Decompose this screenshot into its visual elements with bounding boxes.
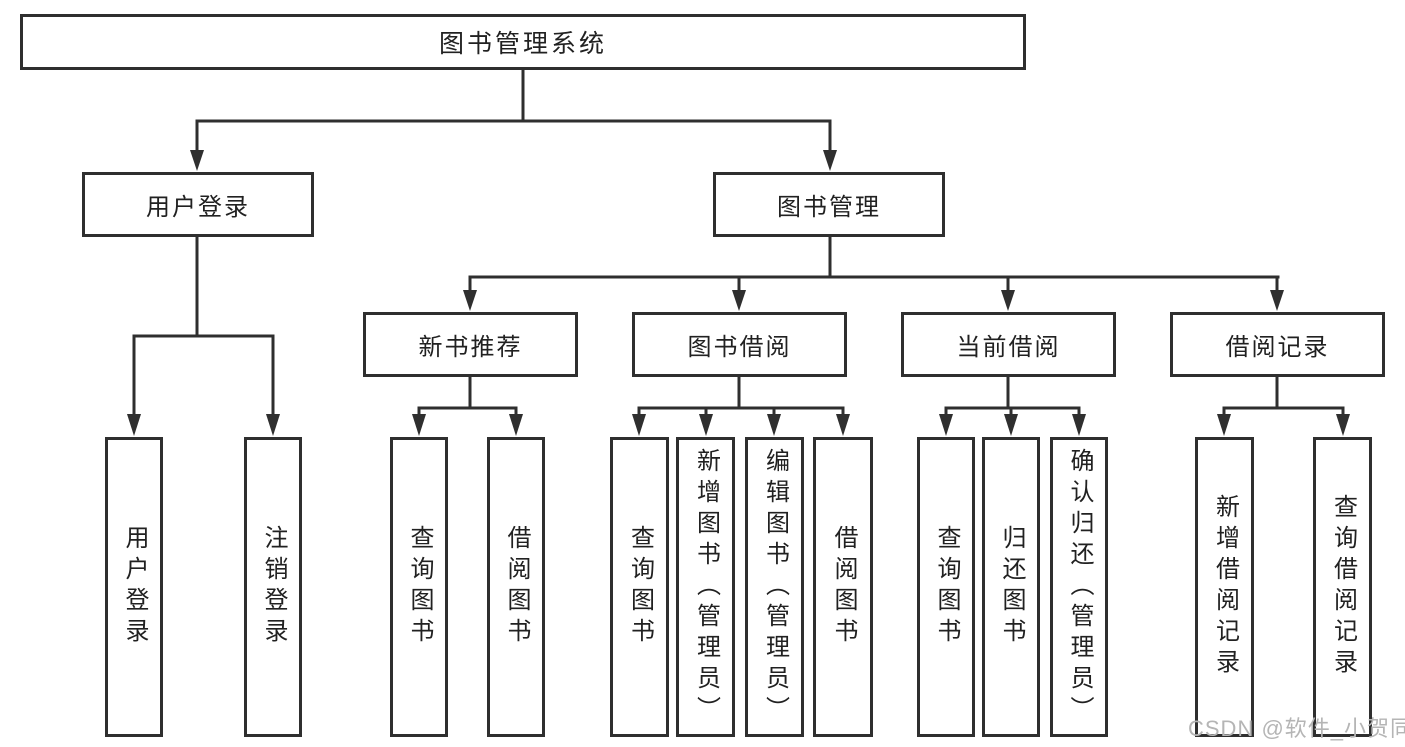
leaf-query-borrow-record: 查询借阅记录 — [1313, 437, 1372, 737]
arrowhead-icon — [1001, 290, 1015, 311]
node-label: 新书推荐 — [418, 334, 523, 361]
leaf-query-books-borrowing: 查询图书 — [610, 437, 669, 737]
leaf-query-books-current: 查询图书 — [917, 437, 975, 737]
leaf-logout: 注销登录 — [244, 437, 302, 737]
arrowhead-icon — [823, 150, 837, 171]
connector-login-to-leaves — [127, 235, 280, 436]
connector-root-to-level2 — [190, 68, 837, 171]
node-library-management-system: 图书管理系统 — [20, 14, 1026, 70]
leaf-add-borrow-record: 新增借阅记录 — [1195, 437, 1254, 737]
leaf-label: 借阅图书 — [830, 525, 857, 649]
node-current-borrowing: 当前借阅 — [901, 312, 1116, 377]
leaf-confirm-return-admin: 确认归还（管理员） — [1050, 437, 1108, 737]
leaf-borrow-books-borrowing: 借阅图书 — [813, 437, 873, 737]
node-label: 当前借阅 — [956, 334, 1061, 361]
node-label: 图书管理 — [777, 194, 881, 221]
leaf-label: 查询图书 — [406, 525, 433, 649]
csdn-watermark: CSDN @软件_小贺同学 — [1188, 716, 1405, 741]
arrowhead-icon — [732, 290, 746, 311]
leaf-user-login: 用户登录 — [105, 437, 163, 737]
node-new-book-recommendation: 新书推荐 — [363, 312, 578, 377]
arrowhead-icon — [509, 414, 523, 436]
arrowhead-icon — [699, 414, 713, 436]
connector-borrowing-to-leaves — [632, 375, 850, 436]
leaf-borrow-books-recommend: 借阅图书 — [487, 437, 545, 737]
arrowhead-icon — [939, 414, 953, 436]
node-book-management: 图书管理 — [713, 172, 945, 237]
arrowhead-icon — [266, 414, 280, 436]
arrowhead-icon — [632, 414, 646, 436]
arrowhead-icon — [836, 414, 850, 436]
arrowhead-icon — [1004, 414, 1018, 436]
leaf-label: 确认归还（管理员） — [1066, 447, 1093, 727]
leaf-label: 查询借阅记录 — [1329, 494, 1357, 680]
node-user-login: 用户登录 — [82, 172, 314, 237]
leaf-label: 编辑图书（管理员） — [761, 447, 789, 727]
leaf-label: 用户登录 — [121, 525, 148, 649]
node-borrowing-records: 借阅记录 — [1170, 312, 1385, 377]
leaf-label: 新增图书（管理员） — [692, 447, 720, 727]
connector-management-to-level3 — [463, 235, 1284, 311]
leaf-label: 新增借阅记录 — [1211, 494, 1239, 680]
arrowhead-icon — [767, 414, 781, 436]
leaf-label: 查询图书 — [626, 525, 654, 649]
arrowhead-icon — [1336, 414, 1350, 436]
node-label: 借阅记录 — [1225, 334, 1330, 361]
arrowhead-icon — [463, 290, 477, 311]
arrowhead-icon — [127, 414, 141, 436]
node-label: 用户登录 — [146, 194, 250, 221]
leaf-label: 注销登录 — [260, 525, 287, 649]
leaf-label: 借阅图书 — [503, 525, 530, 649]
arrowhead-icon — [1217, 414, 1231, 436]
connector-records-to-leaves — [1217, 375, 1350, 436]
arrowhead-icon — [412, 414, 426, 436]
leaf-label: 归还图书 — [998, 525, 1025, 649]
leaf-query-books-recommend: 查询图书 — [390, 437, 448, 737]
node-label: 图书借阅 — [687, 334, 792, 361]
arrowhead-icon — [1270, 290, 1284, 311]
leaf-label: 查询图书 — [933, 525, 960, 649]
leaf-edit-book-admin: 编辑图书（管理员） — [745, 437, 804, 737]
arrowhead-icon — [1072, 414, 1086, 436]
connector-current-to-leaves — [939, 375, 1086, 436]
leaf-add-book-admin: 新增图书（管理员） — [676, 437, 735, 737]
arrowhead-icon — [190, 150, 204, 171]
leaf-return-books: 归还图书 — [982, 437, 1040, 737]
connector-recommendation-to-leaves — [412, 375, 523, 436]
node-label: 图书管理系统 — [438, 30, 607, 58]
node-book-borrowing: 图书借阅 — [632, 312, 847, 377]
